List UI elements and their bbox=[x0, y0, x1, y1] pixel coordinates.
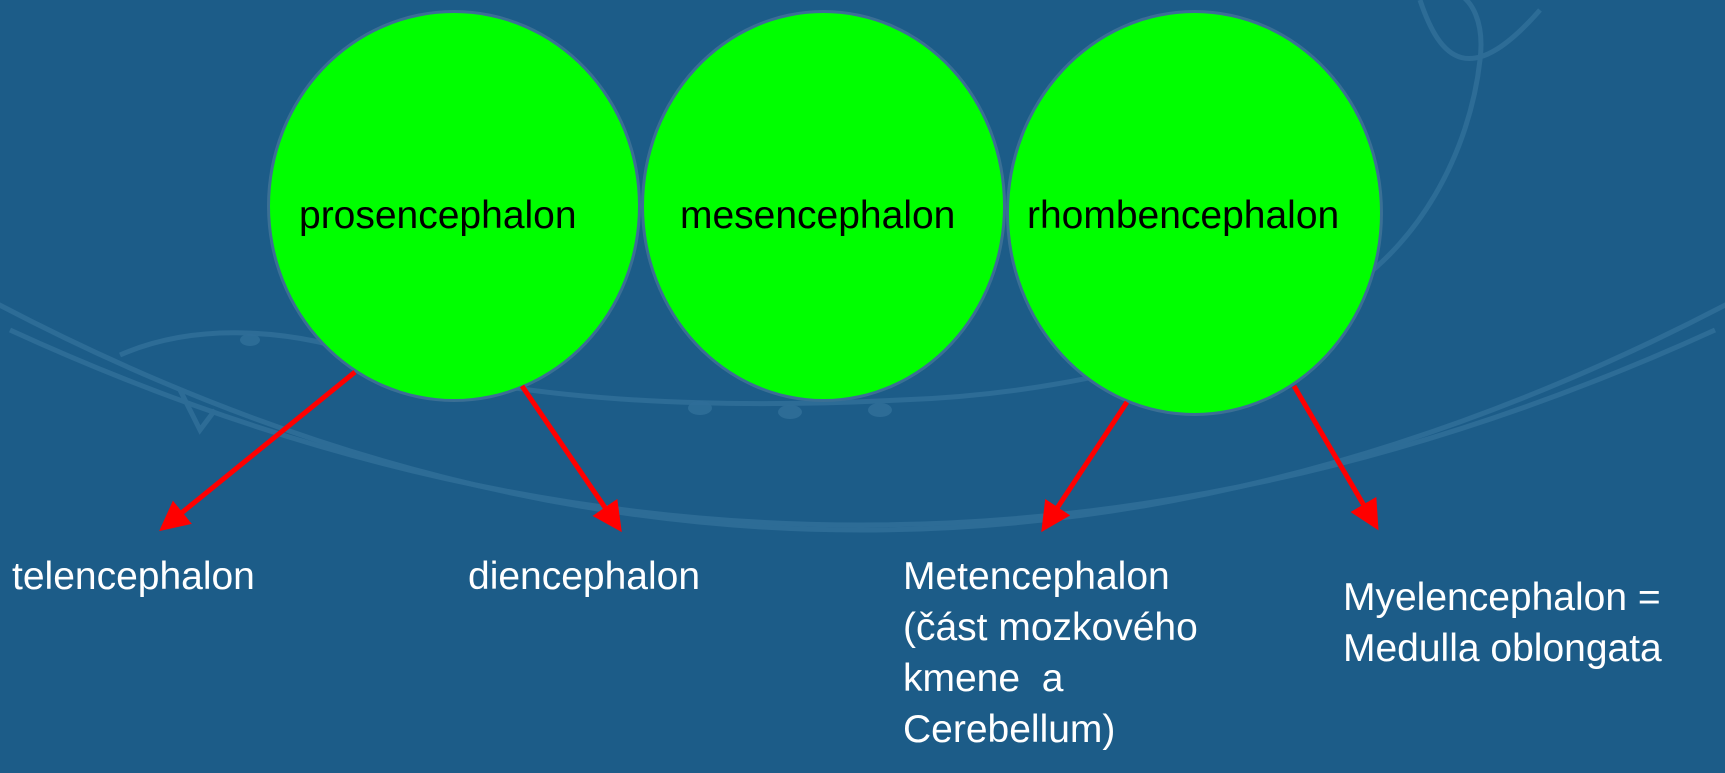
arrow-prosencephalon-telencephalon bbox=[163, 372, 355, 528]
telencephalon-line: telencephalon bbox=[12, 551, 255, 602]
myelencephalon-label: Myelencephalon = Medulla oblongata bbox=[1343, 572, 1662, 674]
metencephalon-line-3: kmene a bbox=[903, 653, 1198, 704]
arrow-prosencephalon-diencephalon bbox=[522, 386, 619, 528]
arrow-rhombencephalon-myelencephalon bbox=[1294, 386, 1376, 526]
metencephalon-line-4: Cerebellum) bbox=[903, 704, 1198, 755]
metencephalon-label: Metencephalon (část mozkového kmene a Ce… bbox=[903, 551, 1198, 755]
arrow-rhombencephalon-metencephalon bbox=[1044, 402, 1127, 528]
telencephalon-label: telencephalon bbox=[12, 551, 255, 602]
metencephalon-line-1: Metencephalon bbox=[903, 551, 1198, 602]
metencephalon-line-2: (část mozkového bbox=[903, 602, 1198, 653]
myelencephalon-line-2: Medulla oblongata bbox=[1343, 623, 1662, 674]
myelencephalon-line-1: Myelencephalon = bbox=[1343, 572, 1662, 623]
diencephalon-line: diencephalon bbox=[468, 551, 700, 602]
diencephalon-label: diencephalon bbox=[468, 551, 700, 602]
